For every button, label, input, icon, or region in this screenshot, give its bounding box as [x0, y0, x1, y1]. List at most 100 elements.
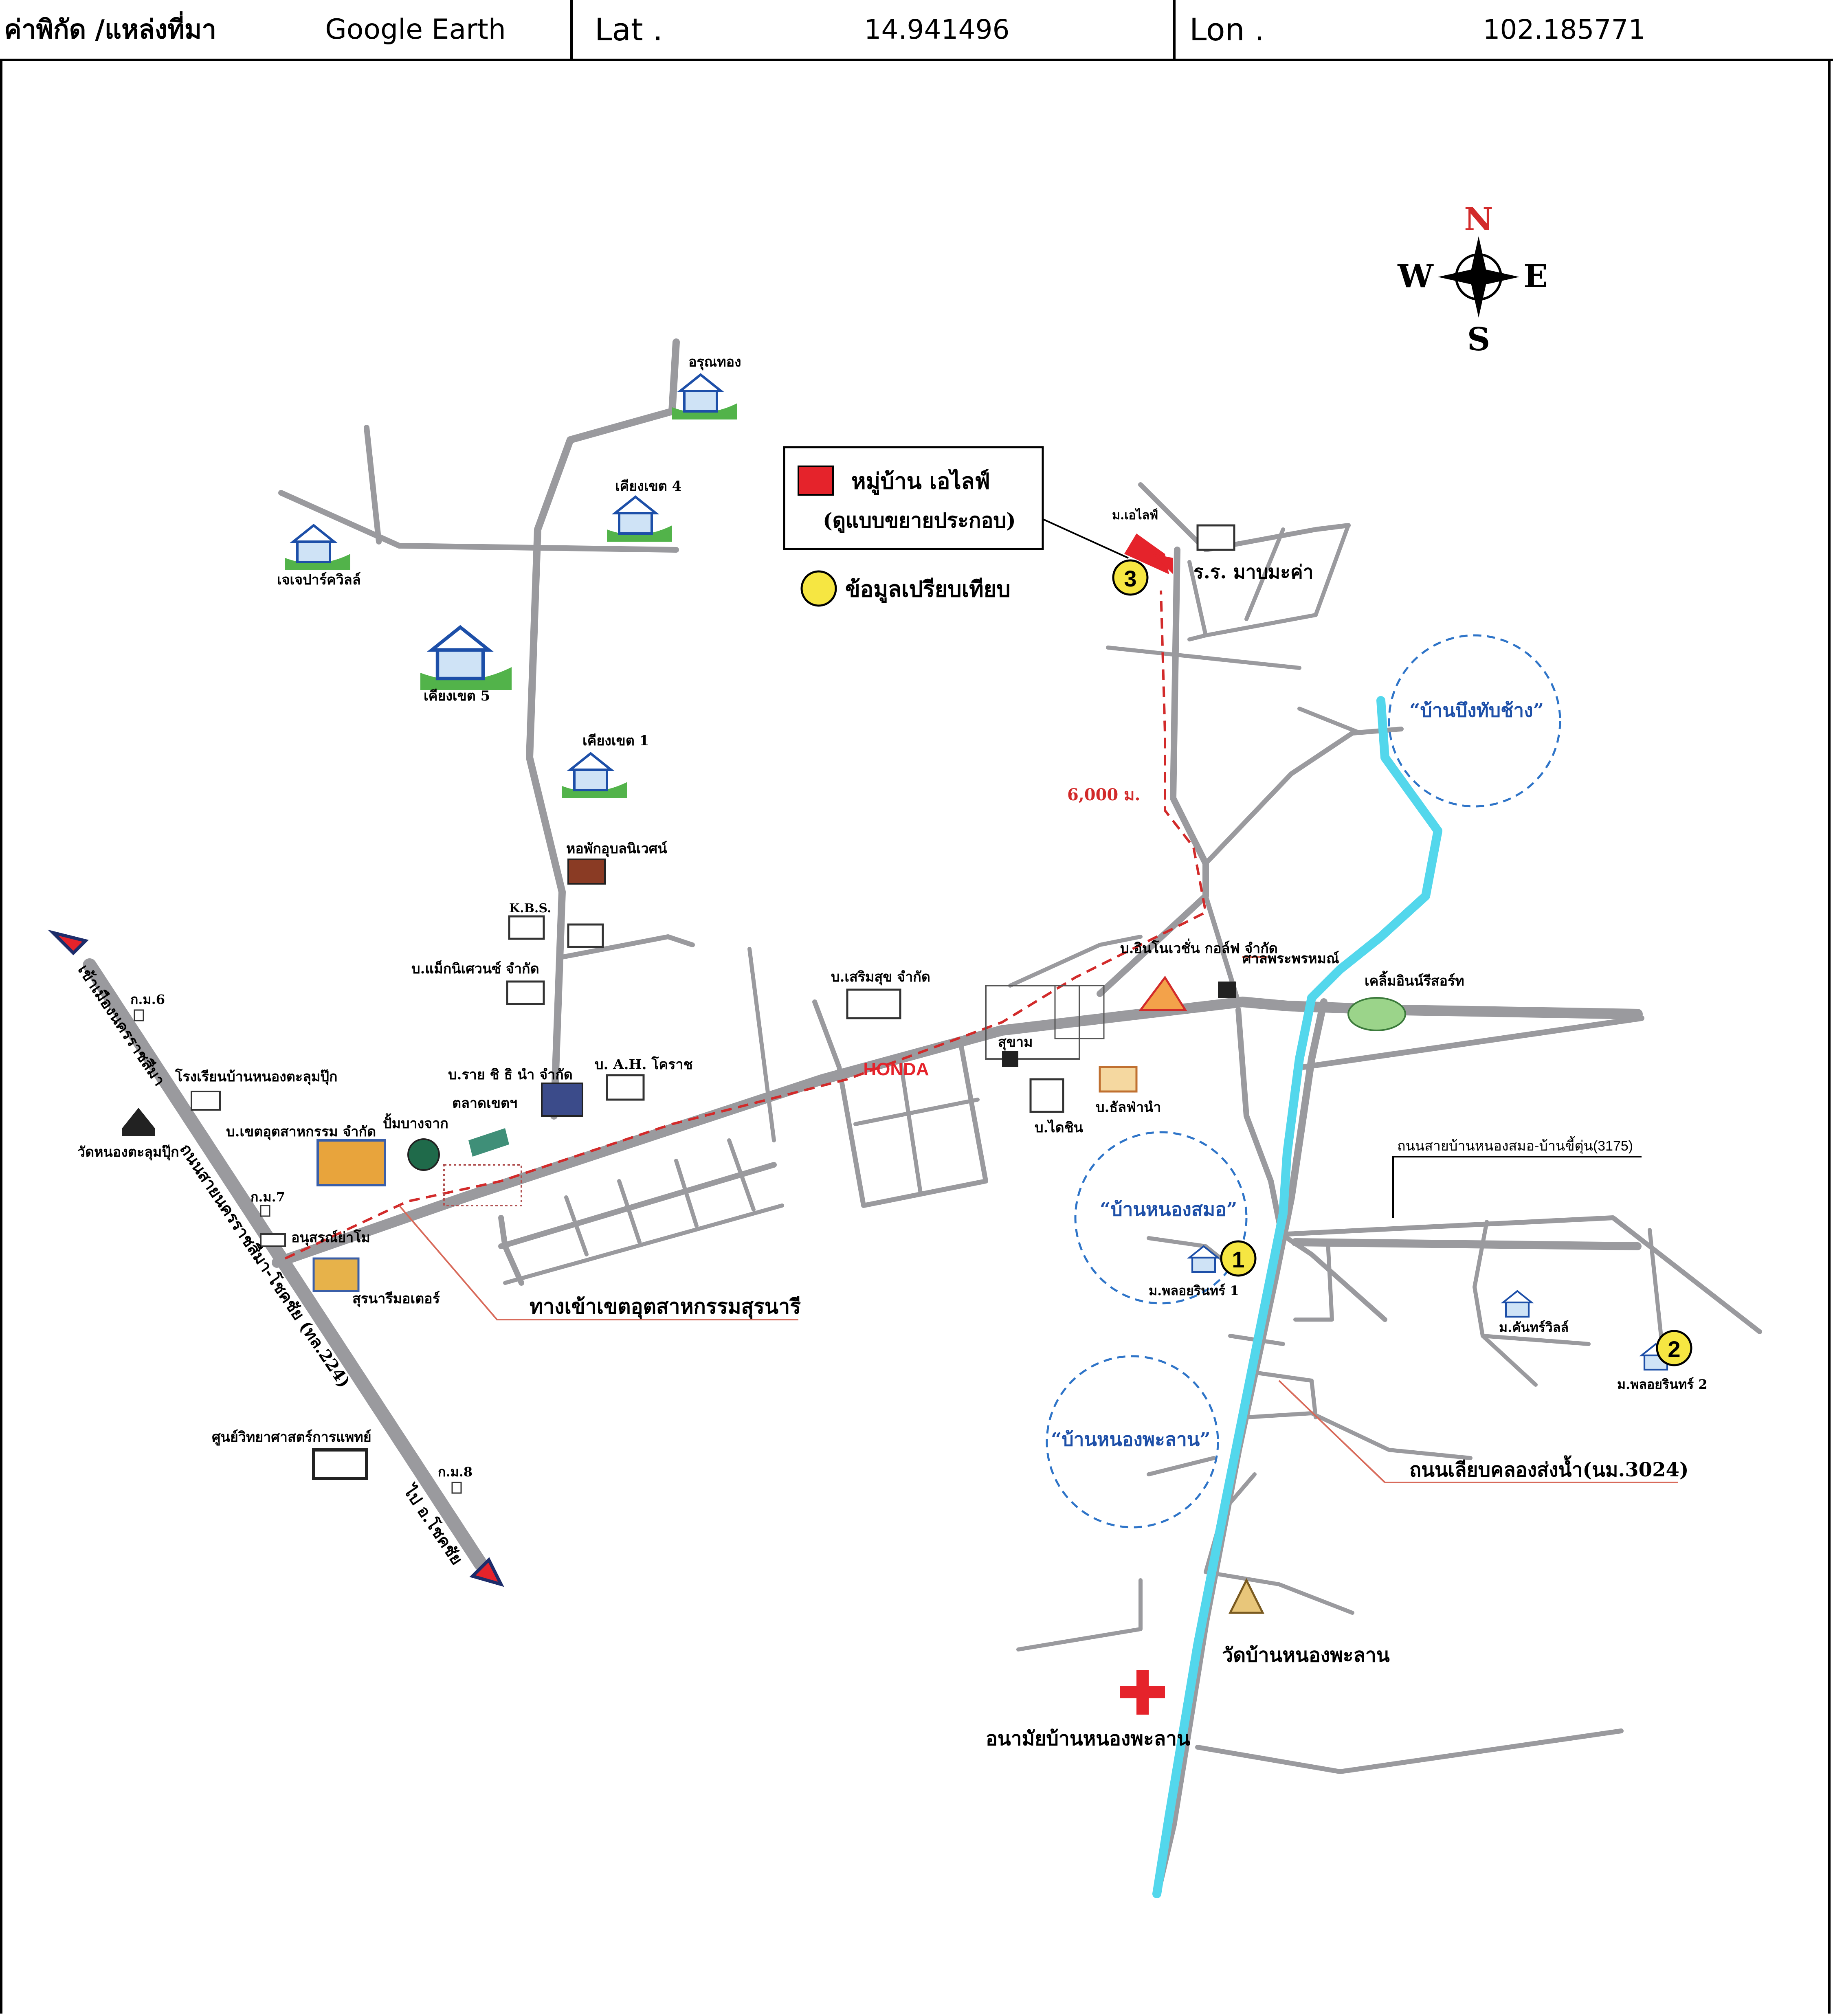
comparable-marker-3 — [1112, 559, 1149, 596]
label-km6: ก.ม.6 — [130, 992, 165, 1007]
local-road — [1244, 1411, 1473, 1460]
label-entrance: ทางเข้าเขตอุตสาหกรรมสุรนารี — [530, 1294, 801, 1319]
local-road — [1253, 1370, 1318, 1419]
label-kanthara: ม.คันทร์วิลล์ — [1499, 1320, 1569, 1335]
local-road — [1228, 1472, 1257, 1505]
compass-rose: N S E W — [1397, 201, 1548, 358]
daisin-factory-icon — [1029, 1078, 1064, 1113]
grid-road — [747, 947, 776, 1142]
local-road — [1204, 1570, 1354, 1615]
label-khiangkhet4: เคียงเขต 4 — [615, 478, 681, 494]
temple-icon — [122, 1108, 155, 1136]
zone-buengthap — [1388, 634, 1561, 808]
header-divider — [1173, 0, 1176, 59]
house-icon — [1187, 1245, 1220, 1273]
label-ploenrin2: ม.พลอยรินทร์ 2 — [1617, 1377, 1708, 1392]
comparable-markers: 3 1 2 — [1112, 559, 1692, 1366]
label-zone-nongsamo: “บ้านหนองสมอ” — [1100, 1198, 1237, 1220]
grid-road — [617, 1179, 642, 1244]
south-road — [1235, 1007, 1286, 1245]
label-chanpanya: บ.ธัลฟ่านำ — [1096, 1099, 1161, 1116]
compass-west-pointer — [1438, 269, 1483, 285]
industrial-main-road — [272, 997, 1643, 1268]
label-nursery: สุขาม — [998, 1034, 1033, 1051]
east-road — [1291, 1238, 1642, 1250]
label-km7: ก.ม.7 — [251, 1189, 285, 1205]
zone-nongsamo — [1074, 1131, 1248, 1304]
house-icon — [562, 752, 627, 798]
label-surana: สุรนารีมอเตอร์ — [352, 1291, 440, 1307]
mckinsey-building-icon — [506, 980, 545, 1005]
compass-east-pointer — [1475, 269, 1519, 285]
mabmakham-road — [1244, 527, 1285, 621]
zone-nongphalan — [1046, 1355, 1219, 1528]
temple-nongphalan-icon — [1228, 1578, 1265, 1614]
building-icon — [567, 923, 604, 948]
building-icons: HONDA — [122, 524, 1406, 1719]
label-to-city: เข้าเมืองนครราชสีมา — [75, 961, 169, 1089]
compass-s-label: S — [1467, 321, 1490, 358]
honda-block-road — [898, 1057, 923, 1195]
legend-pointer — [1038, 516, 1129, 559]
longitude-label: Lon . — [1189, 11, 1264, 48]
kbs-building-icon — [508, 915, 545, 940]
latitude-label: Lat . — [595, 11, 663, 48]
grid-road — [498, 1215, 524, 1286]
label-mabmakham: ร.ร. มาบมะค่า — [1193, 561, 1313, 583]
label-kbs: K.B.S. — [509, 901, 551, 916]
label-monument: อนุสรณ์ย่าโม — [291, 1229, 370, 1246]
map-frame — [0, 61, 1831, 2014]
label-road-3175: ถนนสายบ้านหนองสมอ-บ้านขี้ตุ่น(3175) — [1397, 1136, 1633, 1154]
grid-road — [674, 1159, 699, 1228]
local-road — [1147, 1456, 1216, 1476]
monument-icon — [260, 1233, 286, 1247]
chanpanya-building-icon — [1099, 1066, 1138, 1093]
label-market: ตลาดเขตฯ — [452, 1095, 517, 1111]
label-innovation: บ.อินโนเวชั่น กอล์ฟ จำกัด — [1120, 938, 1278, 957]
soemsuk-building-icon — [846, 988, 901, 1019]
legend-comparable-label: ข้อมูลเปรียบเทียบ — [845, 576, 1011, 603]
local-road — [1648, 1228, 1664, 1346]
label-jjpark: เจเจปาร์ควิลล์ — [277, 572, 361, 588]
medical-center-icon — [312, 1448, 368, 1480]
mabmakham-road — [1106, 646, 1301, 670]
grid-road — [498, 1162, 777, 1249]
label-raichiena: บ.ราย ชิ ธิ นำ จำกัด — [448, 1067, 573, 1083]
label-resort: เคลิ้มอินน์รีสอร์ท — [1365, 971, 1464, 989]
km-post-icon — [134, 1009, 144, 1021]
market-icon — [468, 1128, 509, 1157]
label-zone-nongphalan: “บ้านหนองพะลาน” — [1051, 1428, 1211, 1450]
grid-road — [560, 934, 695, 960]
housing-icons — [285, 373, 1673, 1371]
legend-box — [783, 446, 1044, 550]
header-divider — [570, 0, 573, 59]
label-daisin: บ.ไดชิน — [1035, 1119, 1083, 1136]
local-road — [1016, 1578, 1143, 1651]
label-industrial: บ.เขตอุตสาหกรรม จำกัด — [226, 1124, 376, 1140]
comparable-swatch-icon — [800, 570, 837, 607]
nursery-road — [1008, 935, 1143, 988]
label-arunthong: อรุณทอง — [688, 354, 741, 371]
marker-2-label: 2 — [1668, 1336, 1680, 1362]
label-canal-road: ถนนเลียบคลองส่งน้ำ(นม.3024) — [1409, 1455, 1689, 1481]
label-distance: 6,000 ม. — [1067, 785, 1140, 804]
highway-arrows — [47, 929, 504, 1587]
legend: หมู่บ้าน เอไลฟ์ (ดูแบบขยายประกอบ) ข้อมูล… — [783, 446, 1044, 607]
south-road — [1285, 1236, 1387, 1322]
ah-korat-building-icon — [606, 1074, 645, 1101]
latitude-value: 14.941496 — [864, 13, 1010, 45]
compass-w-label: W — [1397, 258, 1434, 295]
school-icon — [191, 1091, 221, 1111]
header-bar: ค่าพิกัด /แหล่งที่มา Google Earth Lat . … — [0, 0, 1833, 61]
legend-project-note: (ดูแบบขยายประกอบ) — [823, 508, 1016, 533]
label-dorm: หอพักอุบลนิเวศน์ — [566, 841, 667, 857]
honda-block-road — [853, 1098, 980, 1126]
km-post-icon — [260, 1205, 270, 1217]
road-3175-pointer — [1392, 1156, 1642, 1218]
industrial-office-icon — [316, 1139, 386, 1186]
comparable-marker-1 — [1220, 1240, 1257, 1277]
source-value: Google Earth — [325, 13, 506, 46]
arrow-to-chokchai-icon — [469, 1557, 504, 1587]
local-road — [1147, 1236, 1228, 1265]
